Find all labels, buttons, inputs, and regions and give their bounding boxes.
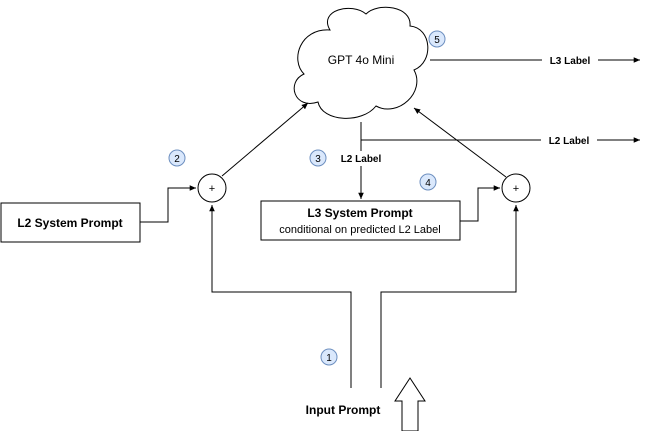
- l3-system-prompt-subtitle: conditional on predicted L2 Label: [279, 224, 440, 236]
- step-5-badge: 5: [428, 30, 446, 48]
- l3-system-prompt-title: L3 System Prompt: [307, 206, 412, 220]
- step-1-label: 1: [326, 353, 332, 364]
- step-3-badge: 3: [309, 149, 327, 167]
- step-2-label: 2: [174, 154, 180, 165]
- step-4-label: 4: [425, 178, 431, 189]
- l2-label-out: L2 Label: [549, 136, 590, 147]
- l2-system-prompt-box: L2 System Prompt: [0, 202, 141, 243]
- input-arrow-icon: [394, 377, 426, 431]
- step-1-badge: 1: [320, 348, 338, 366]
- l2-label-mid-bg: [333, 151, 387, 166]
- gpt-4o-mini-cloud: GPT 4o Mini: [293, 6, 429, 119]
- l2-label-mid: L2 Label: [341, 154, 382, 165]
- l3-label-out: L3 Label: [550, 56, 591, 67]
- step-5-label: 5: [434, 35, 440, 46]
- sum-node-left: +: [197, 173, 227, 203]
- edge-sum-right-to-llm: [413, 107, 507, 178]
- step-3-label: 3: [315, 154, 321, 165]
- plus-left-label: +: [209, 183, 215, 195]
- edge-l3-prompt-to-sum: [460, 185, 500, 222]
- input-prompt-label: Input Prompt: [306, 403, 381, 417]
- sum-node-right: +: [501, 173, 531, 203]
- edge-sum-left-to-llm: [221, 102, 309, 177]
- edge-input-to-sum-left: [209, 205, 352, 388]
- edge-input-to-sum-right: [380, 205, 519, 388]
- l3-label-out-bg: [542, 53, 598, 67]
- llm-label: GPT 4o Mini: [328, 53, 394, 67]
- l3-system-prompt-box: L3 System Prompt conditional on predicte…: [260, 200, 461, 241]
- edge-l2-prompt-to-sum: [140, 185, 196, 223]
- l2-label-out-bg: [541, 133, 597, 147]
- step-2-badge: 2: [168, 149, 186, 167]
- step-4-badge: 4: [419, 173, 437, 191]
- l2-system-prompt-label: L2 System Prompt: [17, 216, 122, 230]
- plus-right-label: +: [513, 183, 519, 195]
